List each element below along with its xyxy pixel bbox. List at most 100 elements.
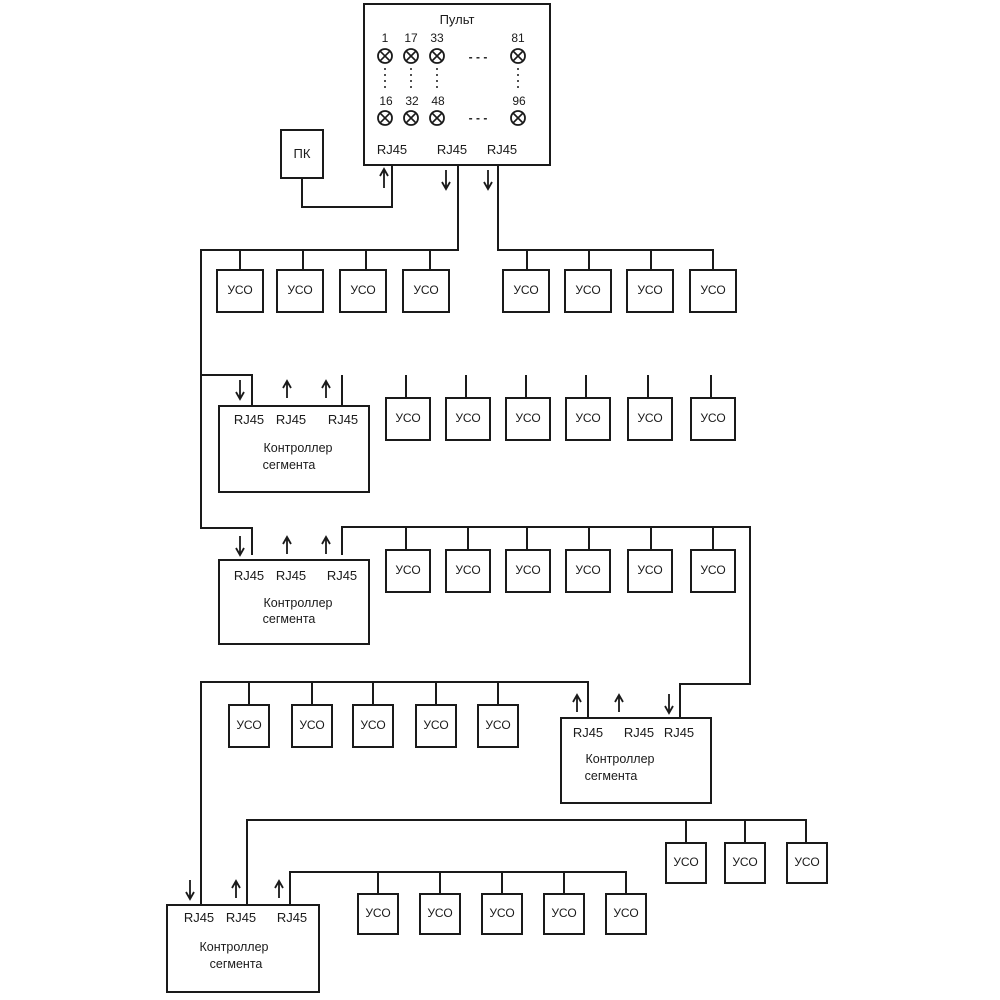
uso-node: УСО <box>502 269 550 313</box>
svg-text:УСО: УСО <box>613 906 638 920</box>
lamp-label-48: 48 <box>431 94 445 108</box>
svg-text:УСО: УСО <box>485 718 510 732</box>
arrow-down-icon <box>235 536 245 557</box>
svg-text:RJ45: RJ45 <box>276 568 306 583</box>
arrow-down-icon <box>441 170 451 191</box>
uso-node: УСО <box>445 397 491 441</box>
svg-text:УСО: УСО <box>395 411 420 425</box>
uso-node: УСО <box>477 704 519 748</box>
svg-text:RJ45: RJ45 <box>234 568 264 583</box>
console-port-3: RJ45 <box>487 142 517 157</box>
svg-text:УСО: УСО <box>515 411 540 425</box>
svg-text:RJ45: RJ45 <box>226 910 256 925</box>
svg-text:УСО: УСО <box>350 283 375 297</box>
svg-text:УСО: УСО <box>227 283 252 297</box>
wire-controller2-bus <box>341 526 751 718</box>
wire-controller4-right-drops <box>377 872 565 894</box>
wire-controller1-feed <box>201 374 253 406</box>
uso-node: УСО <box>291 704 333 748</box>
lamp-ellipsis-bottom: - - - <box>469 111 488 125</box>
console-port-1: RJ45 <box>377 142 407 157</box>
uso-node: УСО <box>481 893 523 935</box>
arrow-up-icon <box>274 879 284 898</box>
svg-text:УСО: УСО <box>455 563 480 577</box>
uso-node: УСО <box>352 704 394 748</box>
lamp-icon <box>429 48 445 64</box>
arrow-down-icon <box>664 694 674 715</box>
svg-text:RJ45: RJ45 <box>573 725 603 740</box>
lamp-icon <box>377 110 393 126</box>
uso-node: УСО <box>445 549 491 593</box>
arrow-up-icon <box>379 167 389 188</box>
svg-text:УСО: УСО <box>299 718 324 732</box>
uso-node: УСО <box>627 549 673 593</box>
lamp-label-32: 32 <box>405 94 419 108</box>
uso-node: УСО <box>689 269 737 313</box>
segment-controller-3: RJ45 RJ45 RJ45 Контроллер сегмента <box>560 717 712 804</box>
uso-node: УСО <box>565 549 611 593</box>
uso-node: УСО <box>216 269 264 313</box>
svg-text:УСО: УСО <box>395 563 420 577</box>
svg-text:RJ45: RJ45 <box>328 412 358 427</box>
svg-text:сегмента: сегмента <box>210 957 263 971</box>
lamp-icon <box>403 48 419 64</box>
pc-label: ПК <box>294 146 311 161</box>
uso-node: УСО <box>543 893 585 935</box>
segment-controller-2: RJ45 RJ45 RJ45 Контроллер сегмента <box>218 559 370 645</box>
svg-text:УСО: УСО <box>513 283 538 297</box>
svg-text:УСО: УСО <box>732 855 757 869</box>
arrow-up-icon <box>231 879 241 898</box>
svg-text:УСО: УСО <box>575 283 600 297</box>
uso-node: УСО <box>339 269 387 313</box>
svg-text:Контроллер: Контроллер <box>200 940 269 954</box>
uso-node: УСО <box>385 397 431 441</box>
uso-node: УСО <box>505 397 551 441</box>
svg-text:RJ45: RJ45 <box>327 568 357 583</box>
svg-text:УСО: УСО <box>360 718 385 732</box>
svg-text:УСО: УСО <box>287 283 312 297</box>
console-port-2: RJ45 <box>437 142 467 157</box>
console-title: Пульт <box>440 12 475 27</box>
svg-text:RJ45: RJ45 <box>664 725 694 740</box>
svg-text:УСО: УСО <box>413 283 438 297</box>
lamp-row-top <box>377 48 526 64</box>
lamp-label-1: 1 <box>382 31 389 45</box>
lamp-label-17: 17 <box>404 31 418 45</box>
wire-pc-console <box>301 165 393 208</box>
svg-text:Контроллер: Контроллер <box>586 752 655 766</box>
arrow-up-icon <box>321 379 331 398</box>
svg-text:УСО: УСО <box>637 411 662 425</box>
uso-node: УСО <box>690 397 736 441</box>
svg-text:сегмента: сегмента <box>263 458 316 472</box>
wires <box>200 165 807 905</box>
wire-upper-left-bus-drops <box>239 250 431 270</box>
svg-text:УСО: УСО <box>575 411 600 425</box>
svg-text:УСО: УСО <box>700 411 725 425</box>
arrow-down-icon <box>185 880 195 901</box>
svg-text:УСО: УСО <box>794 855 819 869</box>
console-panel: Пульт 1 17 33 81 - - - 16 32 48 96 - - - <box>363 3 551 166</box>
svg-text:RJ45: RJ45 <box>276 412 306 427</box>
uso-node: УСО <box>626 269 674 313</box>
svg-text:УСО: УСО <box>365 906 390 920</box>
lamp-icon <box>377 48 393 64</box>
svg-text:УСО: УСО <box>637 283 662 297</box>
uso-node: УСО <box>565 397 611 441</box>
uso-row-6: УСО УСО УСО УСО УСО <box>357 893 647 935</box>
svg-text:УСО: УСО <box>637 563 662 577</box>
lamp-icon <box>510 48 526 64</box>
arrow-down-icon <box>483 170 493 191</box>
uso-stubs <box>405 375 712 398</box>
arrow-down-icon <box>235 380 245 401</box>
uso-node: УСО <box>402 269 450 313</box>
svg-text:УСО: УСО <box>515 563 540 577</box>
segment-controller-4: RJ45 RJ45 RJ45 Контроллер сегмента <box>166 904 320 993</box>
wire-controller4-mid-drops <box>685 820 746 843</box>
wire-controller4-mid-bus <box>246 819 807 905</box>
arrow-up-icon <box>321 535 331 554</box>
svg-text:Контроллер: Контроллер <box>264 441 333 455</box>
wire-upper-right-bus-drops <box>526 250 652 270</box>
uso-row-3: УСО УСО УСО УСО УСО УСО <box>385 549 736 593</box>
svg-text:УСО: УСО <box>489 906 514 920</box>
uso-node: УСО <box>605 893 647 935</box>
